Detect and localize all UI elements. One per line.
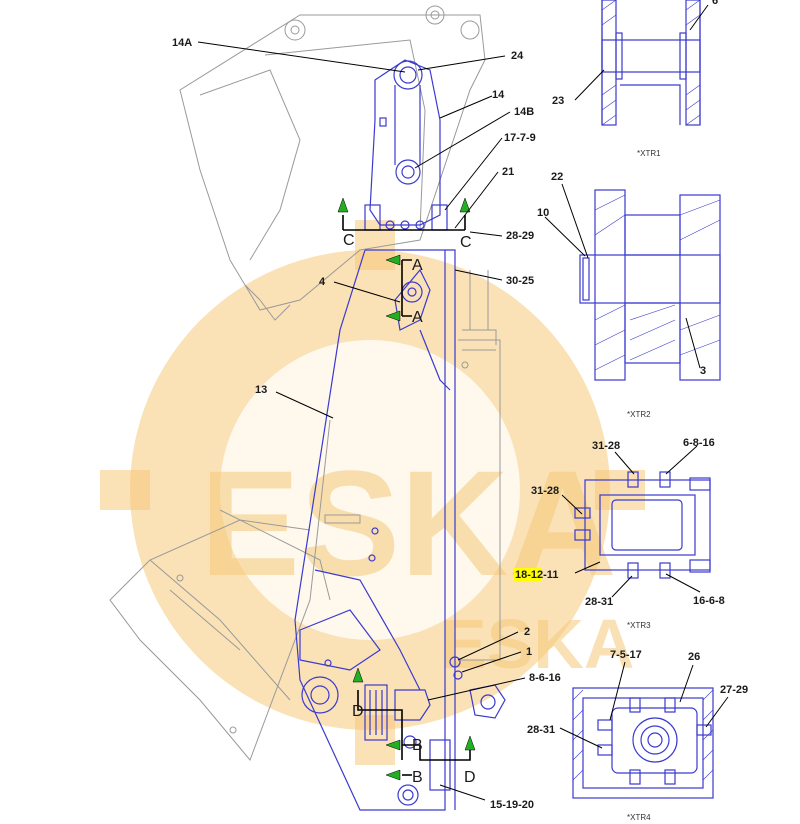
section-arrow-c-left: [337, 197, 349, 213]
callout-6-8-16: 6-8-16: [683, 437, 715, 449]
watermark-text-small: ESKA: [440, 605, 634, 683]
watermark-text: ESKA: [200, 439, 617, 607]
main-callouts: 14A 24 14 14B 17-7-9 21 28-29 30-25 4 13…: [172, 37, 561, 811]
caption-xtr1: *XTR1: [637, 149, 661, 158]
callout-30-25: 30-25: [506, 275, 534, 287]
caption-xtr4: *XTR4: [627, 813, 651, 822]
callout-28-29: 28-29: [506, 230, 534, 242]
caption-xtr2: *XTR2: [627, 410, 651, 419]
callout-14: 14: [492, 89, 505, 101]
section-arrow-c-right: [459, 197, 471, 213]
callout-1: 1: [526, 646, 532, 658]
callout-21: 21: [502, 166, 514, 178]
callout-31-28-left: 31-28: [531, 485, 559, 497]
detail-xtr2: 22 10 3 *XTR2: [537, 171, 721, 419]
section-arrow-d-left: [352, 667, 364, 683]
callout-2: 2: [524, 626, 530, 638]
watermark: ESKA ESKA: [100, 220, 645, 765]
section-label-b-top: B: [412, 737, 423, 754]
callout-28-31-xtr3: 28-31: [585, 596, 613, 608]
callout-14b: 14B: [514, 106, 534, 118]
callout-11: -11: [543, 569, 558, 581]
callout-6: 6: [712, 0, 718, 7]
callout-27-29: 27-29: [720, 684, 748, 696]
callout-17-7-9: 17-7-9: [504, 132, 536, 144]
section-label-d-left: D: [352, 703, 364, 720]
callout-10: 10: [537, 207, 549, 219]
callout-14a: 14A: [172, 37, 192, 49]
callout-3: 3: [700, 365, 706, 377]
callout-13: 13: [255, 384, 267, 396]
section-markers: C C A A D D B B: [337, 197, 476, 786]
detail-xtr1: 23 6 *XTR1: [552, 0, 718, 158]
callout-28-31-xtr4: 28-31: [527, 724, 555, 736]
detail-xtr3: 31-28 6-8-16 31-28 18-12-11 28-31 16-6-8…: [514, 437, 725, 630]
section-arrow-d-right: [464, 735, 476, 751]
callout-4: 4: [319, 276, 326, 288]
detail-xtr4: 7-5-17 26 27-29 28-31 *XTR4: [527, 649, 748, 822]
stick-arm: [294, 59, 506, 811]
bucket-outline: [179, 5, 486, 321]
callout-24: 24: [511, 50, 524, 62]
section-label-c-right: C: [460, 234, 472, 251]
callout-23: 23: [552, 95, 564, 107]
section-label-b-bottom: B: [412, 769, 423, 786]
leader-lines: [197, 41, 526, 801]
section-arrow-b-bottom: [385, 769, 401, 781]
section-label-a-bottom: A: [412, 309, 423, 326]
callout-15-19-20: 15-19-20: [490, 799, 534, 811]
section-arrow-a-bottom: [385, 310, 401, 322]
section-label-a-top: A: [412, 257, 423, 274]
section-arrow-b-top: [385, 739, 401, 751]
svg-text:18-12-11: 18-12-11: [515, 569, 558, 581]
callout-16-6-8: 16-6-8: [693, 595, 725, 607]
callout-7-5-17: 7-5-17: [610, 649, 642, 661]
callout-18-12-highlighted: 18-12: [515, 569, 543, 581]
callout-26: 26: [688, 651, 700, 663]
section-label-d-right: D: [464, 769, 476, 786]
cylinder: [458, 270, 501, 661]
callout-22: 22: [551, 171, 563, 183]
caption-xtr3: *XTR3: [627, 621, 651, 630]
callout-31-28-top: 31-28: [592, 440, 620, 452]
section-arrow-a-top: [385, 254, 401, 266]
section-label-c-left: C: [343, 232, 355, 249]
highlight-18-12: [514, 568, 541, 581]
callout-8-6-16: 8-6-16: [529, 672, 561, 684]
boom-outline: [109, 419, 361, 761]
